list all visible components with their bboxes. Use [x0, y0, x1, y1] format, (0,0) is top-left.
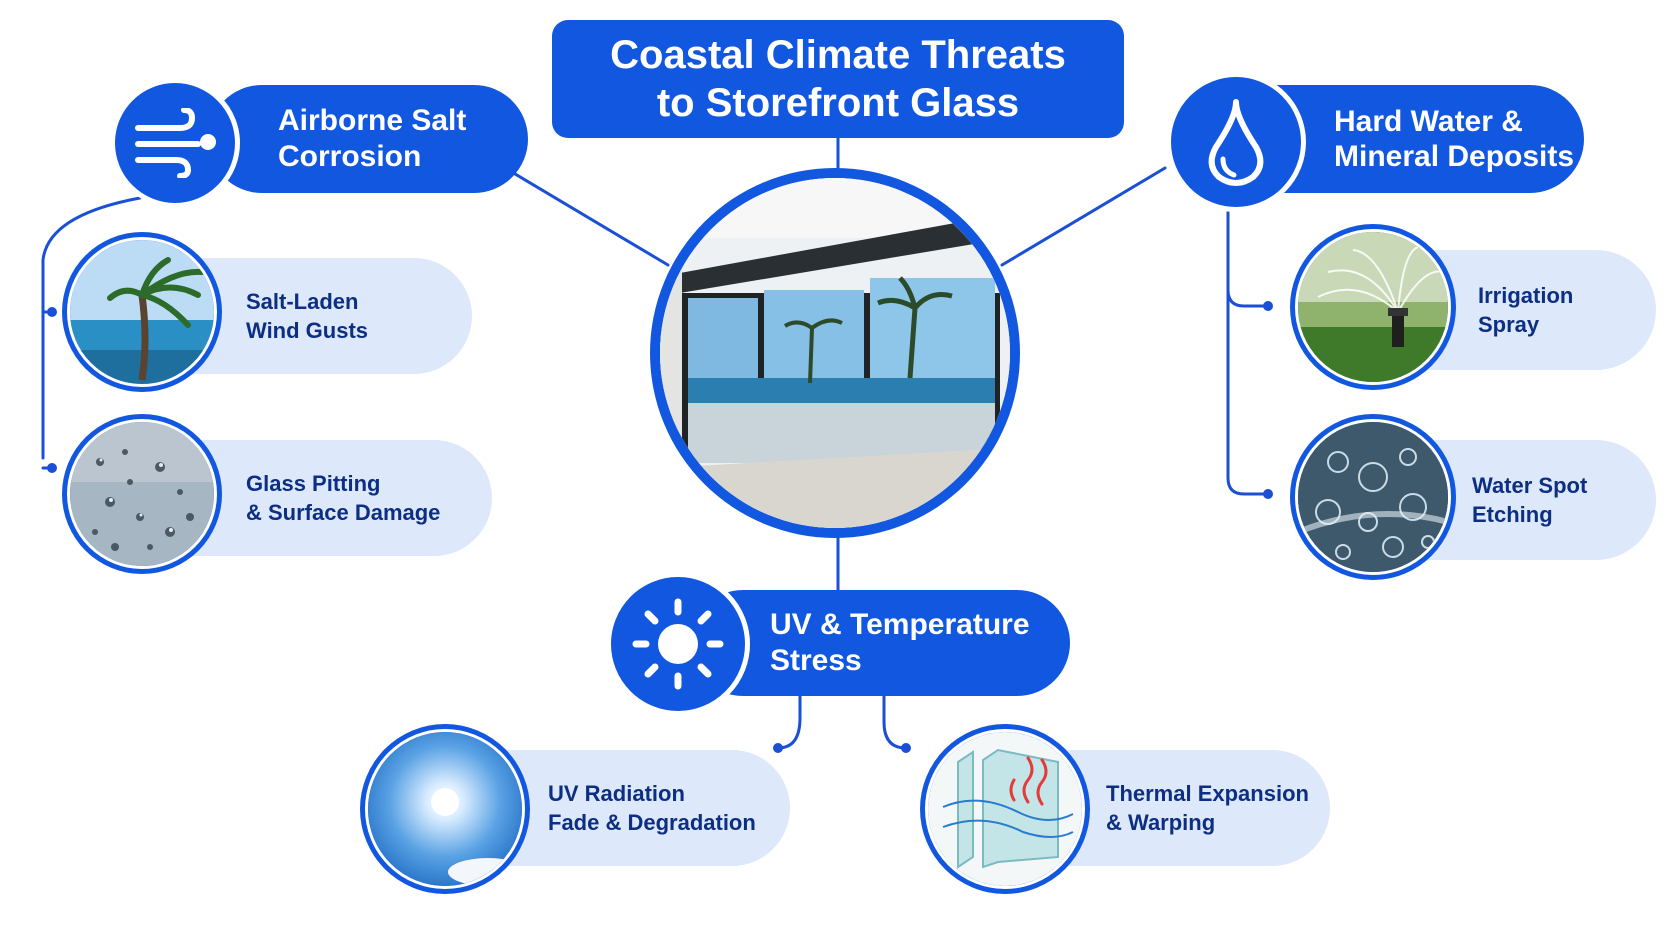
palm-tree-photo-icon [62, 232, 222, 392]
heated-glass-photo-icon [920, 724, 1090, 894]
salt-wind-line-2: Wind Gusts [246, 318, 369, 343]
title-line-2: to Storefront Glass [656, 81, 1020, 125]
salt-wind-line-1: Salt-Laden [246, 289, 359, 314]
sun-icon [606, 572, 750, 716]
salt-pitting-line-1: Glass Pitting [246, 471, 381, 496]
salt-pitting-line-2: & Surface Damage [246, 500, 441, 525]
sprinkler-photo-icon [1290, 224, 1456, 390]
salt-label-line-2: Corrosion [278, 140, 422, 173]
uv-thermal-line-1: Thermal Expansion [1106, 781, 1309, 806]
title-line-1: Coastal Climate Threats [610, 33, 1066, 77]
diagram-title: Coastal Climate Threats to Storefront Gl… [552, 20, 1124, 138]
bright-sun-photo-icon [360, 724, 530, 894]
center-storefront-circle [650, 168, 1020, 538]
pitted-glass-photo-icon [62, 414, 222, 574]
storefront-photo-icon [660, 178, 1010, 528]
uv-radiation-line-2: Fade & Degradation [548, 810, 756, 835]
uv-label-line-2: Stress [770, 644, 862, 677]
water-spots-line-2: Etching [1472, 502, 1553, 527]
wind-icon [110, 78, 240, 208]
uv-thermal-line-2: & Warping [1106, 810, 1216, 835]
water-drop-icon [1166, 72, 1306, 212]
water-label-line-2: Mineral Deposits [1334, 140, 1575, 173]
water-irrigation-line-1: Irrigation [1478, 283, 1574, 308]
water-label-line-1: Hard Water & [1334, 105, 1523, 138]
water-spots-line-1: Water Spot [1472, 473, 1588, 498]
water-spots-photo-icon [1290, 414, 1456, 580]
salt-label-line-1: Airborne Salt [278, 104, 467, 137]
uv-radiation-line-1: UV Radiation [548, 781, 685, 806]
uv-label-line-1: UV & Temperature [770, 608, 1030, 641]
category-uv-pill: UV & Temperature Stress [690, 590, 1070, 696]
category-salt-pill: Airborne Salt Corrosion [208, 85, 528, 193]
water-irrigation-line-2: Spray [1478, 312, 1540, 337]
